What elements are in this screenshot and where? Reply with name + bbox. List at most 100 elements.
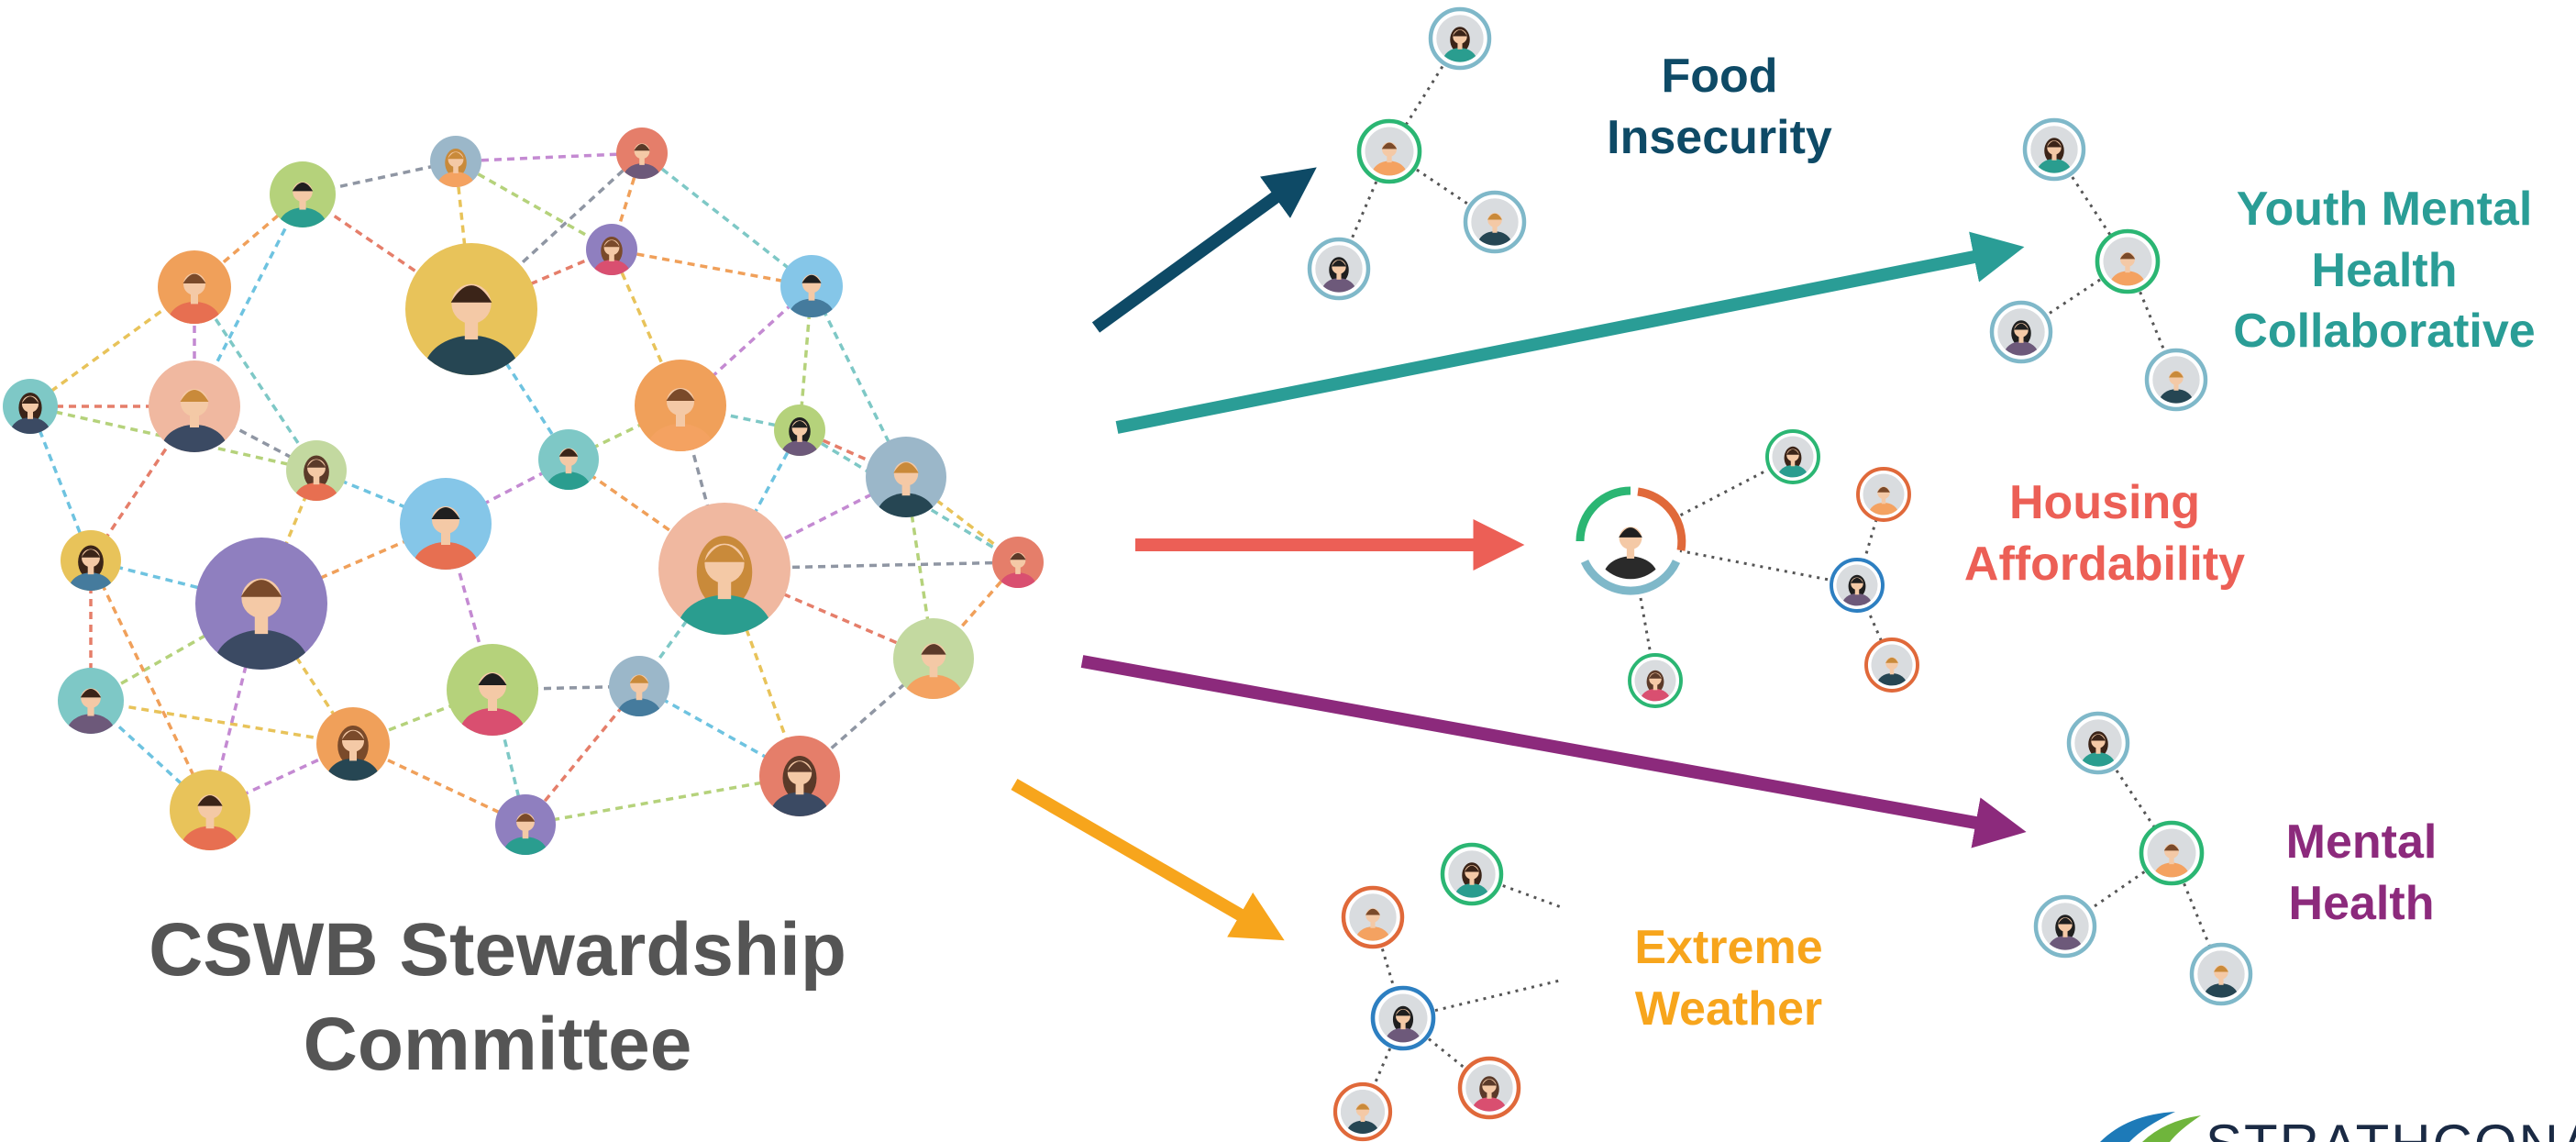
person-avatar [866,437,946,517]
youth-member-avatar-face [2103,237,2152,286]
label-food-insecurity: Food Insecurity [1527,46,1912,168]
food-member-avatar [1356,118,1422,184]
group-link [2096,742,2173,854]
network-link [799,428,1019,564]
person-avatar [170,770,250,850]
youth-member-avatar [2022,117,2086,182]
network-link [638,684,801,778]
arrows [1011,167,2027,941]
person-avatar [195,538,327,670]
mental-member-avatar-face [2074,719,2122,767]
person-avatar [316,707,390,781]
weather-member-avatar-face [1378,993,1428,1043]
mental-member-avatar [2139,820,2205,886]
label-mental-line2: Health [2288,876,2435,930]
weather-member-avatar [1370,985,1436,1051]
label-youth-mental-health: Youth Mental Health Collaborative [2192,179,2576,362]
network-nodes [3,128,1044,855]
mental-member-avatar [2066,711,2130,775]
housing-member-avatar [1864,638,1919,693]
group-link [1630,539,1858,587]
label-weather-line1: Extreme [1634,921,1823,974]
person-avatar [658,503,790,635]
group-nodes [1307,6,2253,1142]
committee-title-line2: Committee [303,1002,692,1086]
person-avatar [893,618,974,699]
mental-member-avatar-face [2147,828,2196,878]
network-link [208,603,263,811]
group-link [1855,584,1894,666]
person-avatar [270,161,336,227]
weather-member-avatar-face [1448,850,1496,898]
weather-member-avatar [1332,1081,1393,1142]
person-avatar [616,128,668,179]
housing-member-avatar [1765,429,1820,484]
label-mental-line1: Mental [2285,815,2438,869]
arrow-food [1091,167,1317,333]
person-avatar [61,530,121,591]
strathcona-logo: STRATHCONA [2082,1105,2576,1142]
person-avatar [774,405,825,456]
person-avatar [400,478,492,570]
food-member-avatar [1307,237,1371,301]
person-avatar [58,668,124,734]
committee-title-line1: CSWB Stewardship [149,908,846,992]
committee-title: CSWB Stewardship Committee [55,904,940,1092]
housing-hub-face [1592,503,1669,580]
label-housing-affordability: Housing Affordability [1912,472,2297,594]
logo-text: STRATHCONA [2206,1113,2576,1142]
food-member-avatar-face [1365,127,1414,176]
network-link [445,458,569,526]
youth-member-avatar-face [2030,126,2078,173]
arrow-mental [1080,655,2027,848]
person-avatar [586,224,637,275]
label-youth-line2: Health [2311,243,2458,297]
label-mental-health: Mental Health [2169,812,2554,934]
arrow-youth [1115,231,2025,434]
youth-member-avatar-face [2152,356,2200,404]
group-link [1388,38,1462,152]
housing-member-avatar-face [1772,436,1814,478]
food-member-avatar-face [1436,15,1484,62]
youth-member-avatar [2144,348,2208,412]
housing-member-avatar-face [1863,473,1905,516]
label-extreme-weather: Extreme Weather [1536,917,1921,1039]
housing-hub-avatar [1575,486,1686,595]
person-avatar [780,255,843,317]
food-member-avatar [1463,190,1527,254]
network-link [193,405,317,472]
mental-member-avatar [2033,894,2097,959]
label-housing-line1: Housing [2009,476,2200,529]
group-link [2052,149,2129,262]
label-youth-line1: Youth Mental [2236,183,2533,236]
mental-member-avatar-face [2197,950,2245,998]
housing-member-avatar-face [1634,660,1676,702]
network-link [455,151,643,163]
housing-member-avatar [1856,467,1911,522]
network-link [28,405,93,561]
arrow-weather [1011,778,1285,941]
housing-member-avatar-face [1871,644,1913,686]
weather-member-avatar-face [1341,1090,1385,1134]
youth-member-avatar [2095,228,2161,294]
person-avatar [286,440,347,501]
youth-member-avatar-face [1997,308,2045,356]
youth-member-avatar [1989,300,2053,364]
label-youth-line3: Collaborative [2233,305,2536,359]
person-avatar [992,537,1044,588]
food-member-avatar-face [1315,245,1363,293]
network-link [525,774,801,826]
weather-member-avatar-face [1465,1064,1513,1112]
weather-member-avatar-face [1349,893,1397,941]
person-avatar [495,794,556,855]
housing-member-avatar [1830,558,1885,613]
person-avatar [447,644,538,736]
label-housing-line2: Affordability [1963,537,2246,591]
label-food-line2: Insecurity [1607,110,1832,164]
housing-member-avatar [1628,653,1683,708]
food-member-avatar-face [1471,198,1519,246]
weather-member-avatar [1457,1056,1521,1120]
network-link [455,160,613,251]
label-weather-line2: Weather [1634,981,1823,1036]
